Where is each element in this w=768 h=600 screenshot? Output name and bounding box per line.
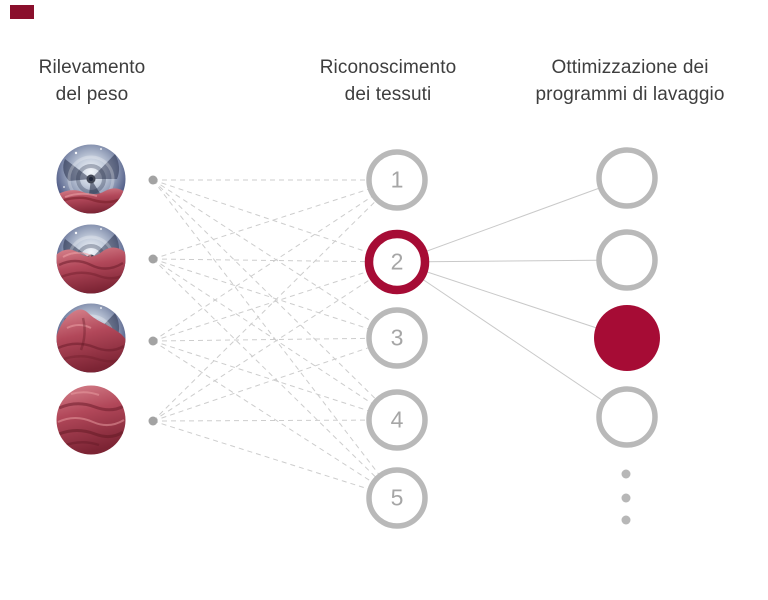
input-photo-4 xyxy=(56,385,126,455)
input-photo-1 xyxy=(56,144,126,214)
dashed-connection-line xyxy=(152,261,398,342)
dashed-connection-line xyxy=(152,337,398,342)
dashed-connection-line xyxy=(152,258,398,263)
input-hidden-connections xyxy=(152,179,398,499)
dashed-connection-line xyxy=(152,340,398,421)
output-node-2-circle xyxy=(596,229,658,291)
hidden-node-5-label: 5 xyxy=(390,484,404,511)
input-node-dot-1 xyxy=(148,175,158,185)
dashed-connection-line xyxy=(152,179,398,342)
ellipsis-dot xyxy=(621,469,631,479)
hidden-output-connections xyxy=(396,177,628,418)
dashed-connection-line xyxy=(152,179,398,260)
input-node-dot-3 xyxy=(148,336,158,346)
hidden-node-1-label: 1 xyxy=(390,166,404,193)
hidden-node-4-circle xyxy=(366,389,428,451)
dashed-connection-line xyxy=(152,337,398,422)
solid-connection-line xyxy=(396,177,628,263)
input-photo-3 xyxy=(56,303,126,373)
hidden-node-1-circle xyxy=(366,149,428,211)
hidden-node-4-label: 4 xyxy=(390,406,404,433)
hidden-node-2-label: 2 xyxy=(390,248,404,275)
input-photo-2 xyxy=(56,224,126,294)
input-node-dot-4 xyxy=(148,416,158,426)
hidden-node-2-circle xyxy=(364,229,430,295)
input-node-dot-2 xyxy=(148,254,158,264)
hidden-node-3-label: 3 xyxy=(390,324,404,351)
solid-connection-line xyxy=(396,261,628,339)
hidden-node-5-circle xyxy=(366,467,428,529)
dashed-connection-line xyxy=(152,179,398,339)
ellipsis-dot xyxy=(621,515,631,525)
dashed-connection-line xyxy=(152,340,398,499)
dashed-connection-line xyxy=(152,261,398,422)
output-node-4-circle xyxy=(596,386,658,448)
column-title-weight-detection: Rilevamento del peso xyxy=(38,57,146,105)
dashed-connection-line xyxy=(152,179,398,263)
more-nodes-ellipsis xyxy=(621,469,631,525)
dashed-connection-line xyxy=(152,258,398,499)
dashed-connection-line xyxy=(152,419,398,422)
solid-connection-line xyxy=(396,261,628,418)
ellipsis-dot xyxy=(621,493,631,503)
hidden-node-3-circle xyxy=(366,307,428,369)
output-node-3-circle xyxy=(594,305,660,371)
corner-accent-mark xyxy=(10,5,34,19)
solid-connection-line xyxy=(396,259,628,263)
output-node-1-circle xyxy=(596,147,658,209)
dashed-connection-line xyxy=(152,179,398,422)
column-title-fabric-recognition: Riconoscimento dei tessuti xyxy=(319,57,457,105)
dashed-connection-line xyxy=(152,258,398,339)
dashed-connection-line xyxy=(152,258,398,421)
column-title-program-optimization: Ottimizzazione dei programmi di lavaggio xyxy=(535,57,725,105)
dashed-connection-line xyxy=(152,420,398,499)
